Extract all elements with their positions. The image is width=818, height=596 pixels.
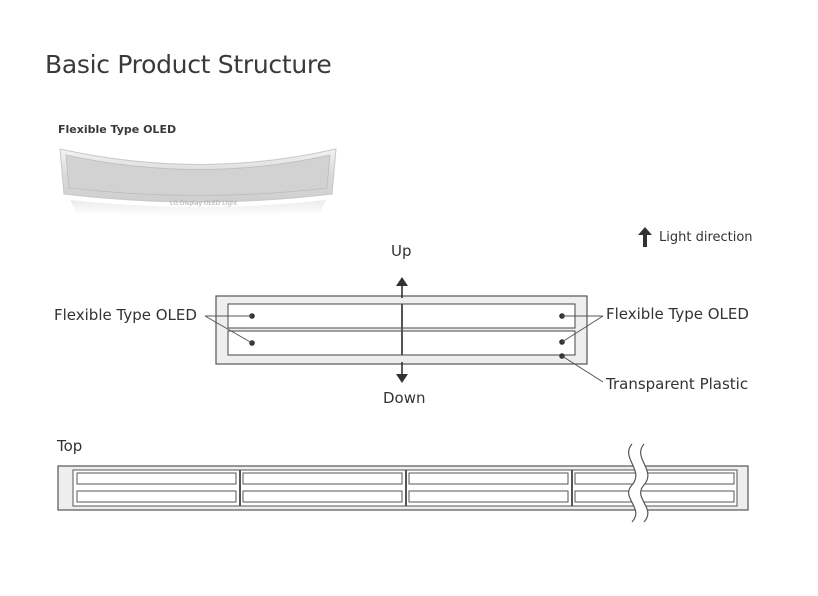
- left-oled-label: Flexible Type OLED: [54, 306, 197, 324]
- page-title: Basic Product Structure: [45, 50, 332, 79]
- top-view: [57, 443, 749, 523]
- down-arrow-icon: [396, 374, 408, 383]
- break-symbol: [628, 444, 648, 522]
- down-label: Down: [383, 389, 426, 407]
- up-label: Up: [391, 242, 412, 260]
- plastic-label: Transparent Plastic: [606, 375, 749, 393]
- up-arrow-icon: [396, 277, 408, 286]
- cross-section: [204, 277, 604, 383]
- oled-photo: [59, 148, 337, 216]
- photo-label: Flexible Type OLED: [58, 123, 177, 136]
- legend: Light direction: [637, 226, 753, 248]
- top-view-label: Top: [57, 437, 83, 455]
- legend-text: Light direction: [659, 229, 753, 245]
- right-oled-label: Flexible Type OLED: [606, 305, 749, 323]
- photo-caption: LG Display OLED Light: [170, 200, 238, 207]
- up-arrow-icon: [638, 227, 652, 247]
